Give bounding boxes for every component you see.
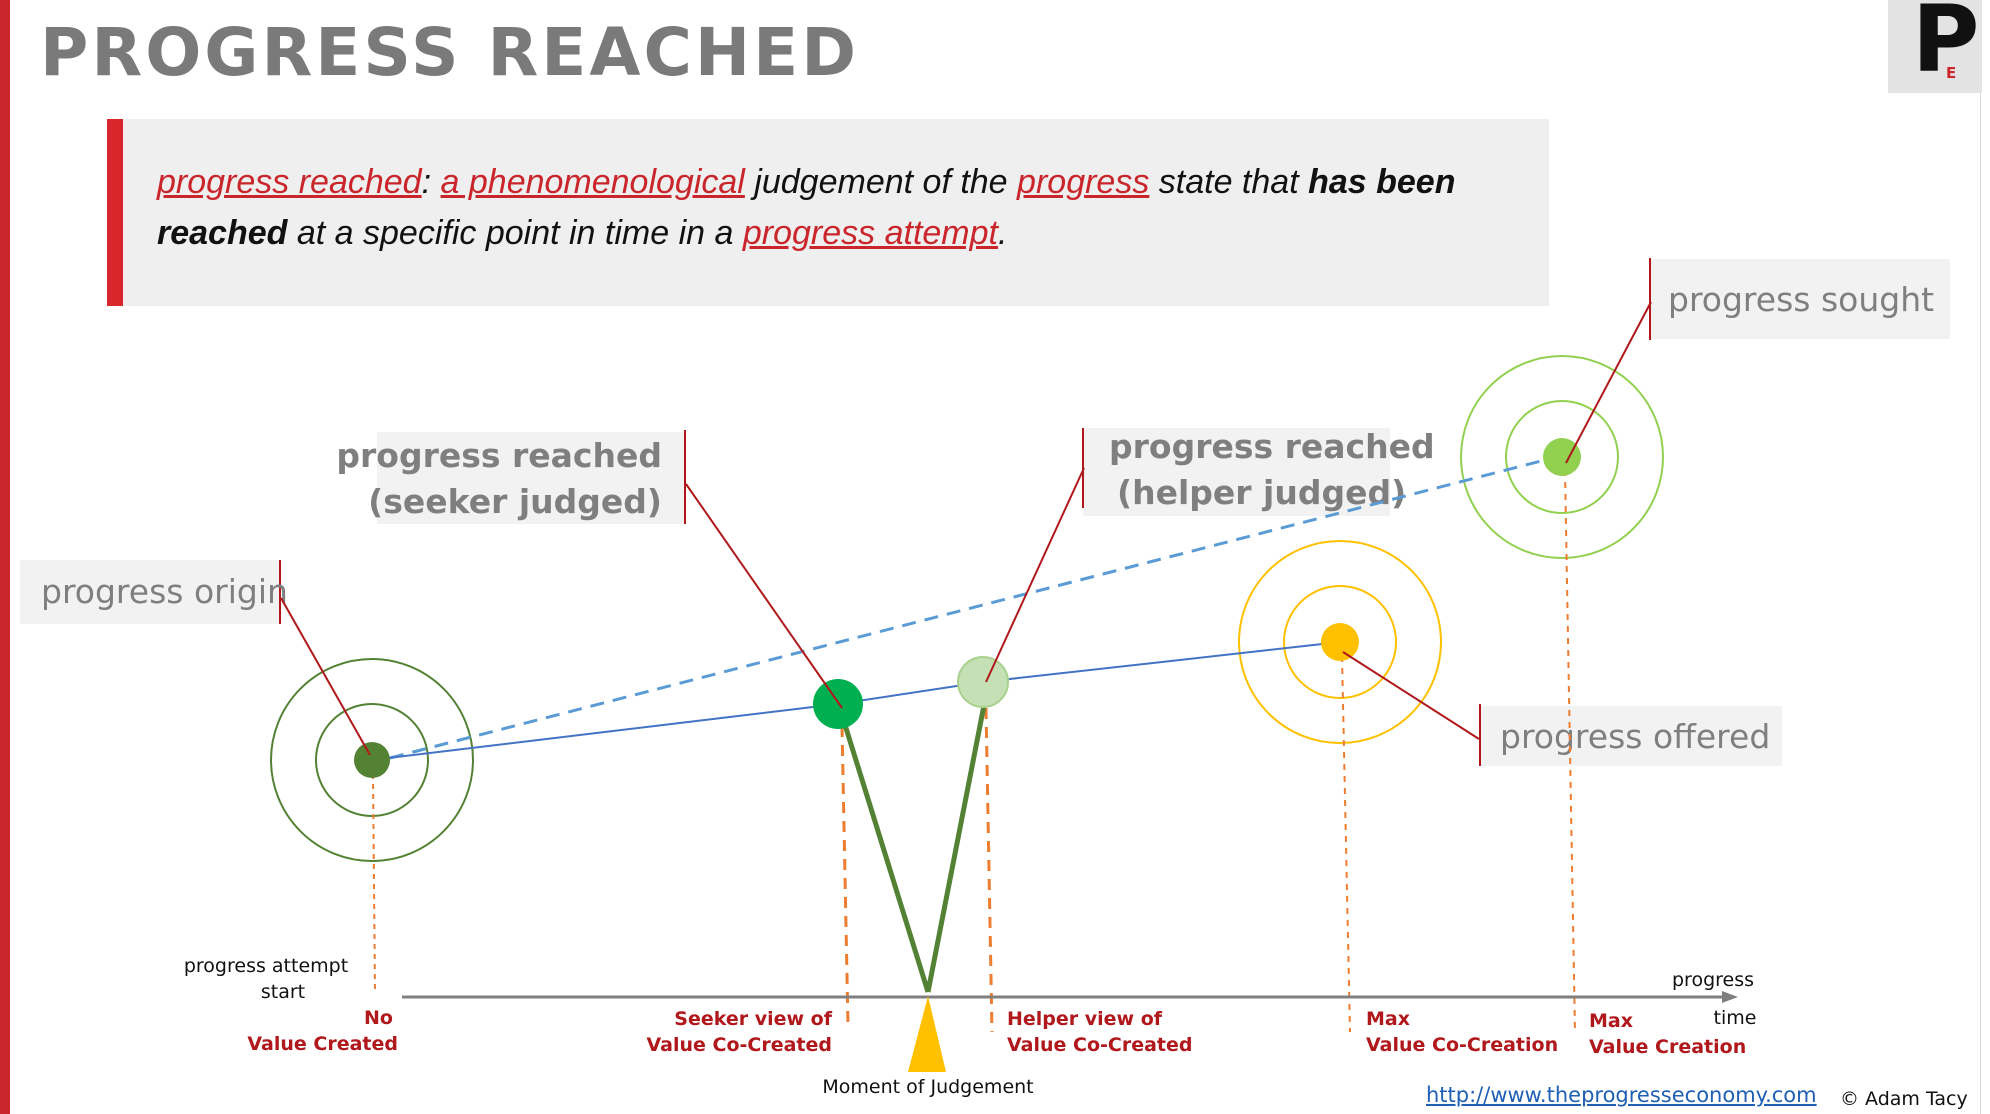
progress-attempt-link[interactable]: progress attempt — [742, 214, 998, 252]
seeker-label-line1: progress reached — [336, 436, 662, 475]
no-value-label-line2: Value Created — [247, 1033, 398, 1055]
helper-label-line2: (helper judged) — [1117, 473, 1406, 512]
sought-inner-ring — [1505, 400, 1619, 514]
definition-box: progress reached: a phenomenological jud… — [107, 119, 1549, 306]
helper-label-line1: progress reached — [1109, 427, 1435, 466]
sought-label: progress sought — [1668, 280, 1934, 319]
definition-text-part: state that — [1149, 163, 1309, 201]
definition-term-link[interactable]: progress reached — [157, 163, 422, 201]
offered-label-box — [1480, 706, 1782, 766]
definition-separator: : — [421, 163, 441, 201]
seeker-view-label-line2: Value Co-Created — [646, 1034, 832, 1056]
progress-line — [371, 641, 1341, 761]
helper-label-box — [1083, 428, 1390, 516]
seeker-label-box — [377, 432, 685, 524]
progress-axis-label: progress — [1672, 969, 1754, 991]
helper-view-label-line1: Helper view of — [1007, 1008, 1163, 1030]
origin-label: progress origin — [41, 572, 288, 611]
sought-drop-line — [1564, 469, 1576, 1033]
seeker-drop-line — [840, 725, 850, 1027]
no-value-label-line1: No — [364, 1007, 393, 1029]
definition-accent-bar — [107, 119, 123, 306]
offered-outer-ring — [1238, 540, 1442, 744]
progress-economy-logo: P E — [1888, 0, 1982, 93]
offered-callout-line — [1342, 651, 1480, 740]
origin-inner-ring — [315, 703, 429, 817]
right-border-line — [1980, 0, 1981, 1114]
max-co-creation-label-line1: Max — [1366, 1008, 1410, 1030]
left-accent-bar — [0, 0, 10, 1114]
seeker-judgement-line — [838, 711, 931, 993]
max-creation-label-line2: Value Creation — [1589, 1036, 1746, 1058]
seeker-label-line2: (seeker judged) — [368, 482, 662, 521]
offered-inner-ring — [1283, 585, 1397, 699]
helper-view-label-line2: Value Co-Created — [1007, 1034, 1193, 1056]
helper-callout-line — [985, 467, 1085, 683]
progress-link[interactable]: progress — [1017, 163, 1150, 201]
origin-callout-line — [280, 597, 371, 756]
attempt-start-label-line2: start — [261, 981, 305, 1003]
moment-of-judgement-marker — [908, 996, 946, 1072]
origin-drop-line — [372, 773, 376, 995]
seeker-view-label-line1: Seeker view of — [674, 1008, 832, 1030]
attempt-start-label-line1: progress attempt — [184, 955, 348, 977]
phenomenological-link[interactable]: a phenomenological — [440, 163, 745, 201]
definition-text-part: at a specific point in time in a — [287, 214, 743, 252]
time-axis-label: time — [1714, 1007, 1757, 1029]
logo-letter: P — [1912, 0, 1980, 93]
definition-text-part: judgement of the — [744, 163, 1018, 201]
max-creation-label-line1: Max — [1589, 1010, 1633, 1032]
moment-of-judgement-label: Moment of Judgement — [822, 1076, 1033, 1098]
definition-end: . — [997, 214, 1008, 252]
website-link[interactable]: http://www.theprogresseconomy.com — [1426, 1083, 1817, 1107]
page-title: PROGRESS REACHED — [40, 14, 859, 91]
offered-label: progress offered — [1500, 717, 1770, 756]
logo-subletter: E — [1946, 64, 1957, 82]
copyright-notice: © Adam Tacy — [1840, 1088, 1968, 1110]
sought-outer-ring — [1460, 355, 1664, 559]
helper-drop-line — [984, 707, 994, 1033]
progress-sought-dot — [1543, 438, 1581, 476]
offered-drop-line — [1341, 655, 1351, 1033]
definition-text: progress reached: a phenomenological jud… — [157, 157, 1527, 259]
helper-judgement-line — [925, 694, 989, 993]
definition-bold-phrase: has been reached — [157, 163, 1456, 252]
seeker-callout-line — [685, 483, 843, 709]
time-axis-arrow — [1722, 991, 1738, 1003]
sought-label-box — [1650, 259, 1950, 339]
sought-dashed-line — [389, 458, 1546, 760]
helper-reached-dot — [957, 656, 1009, 708]
progress-offered-dot — [1321, 623, 1359, 661]
origin-outer-ring — [270, 658, 474, 862]
sought-callout-line — [1565, 301, 1652, 464]
max-co-creation-label-line2: Value Co-Creation — [1366, 1034, 1558, 1056]
progress-origin-dot — [354, 742, 390, 778]
origin-label-box — [20, 560, 280, 624]
